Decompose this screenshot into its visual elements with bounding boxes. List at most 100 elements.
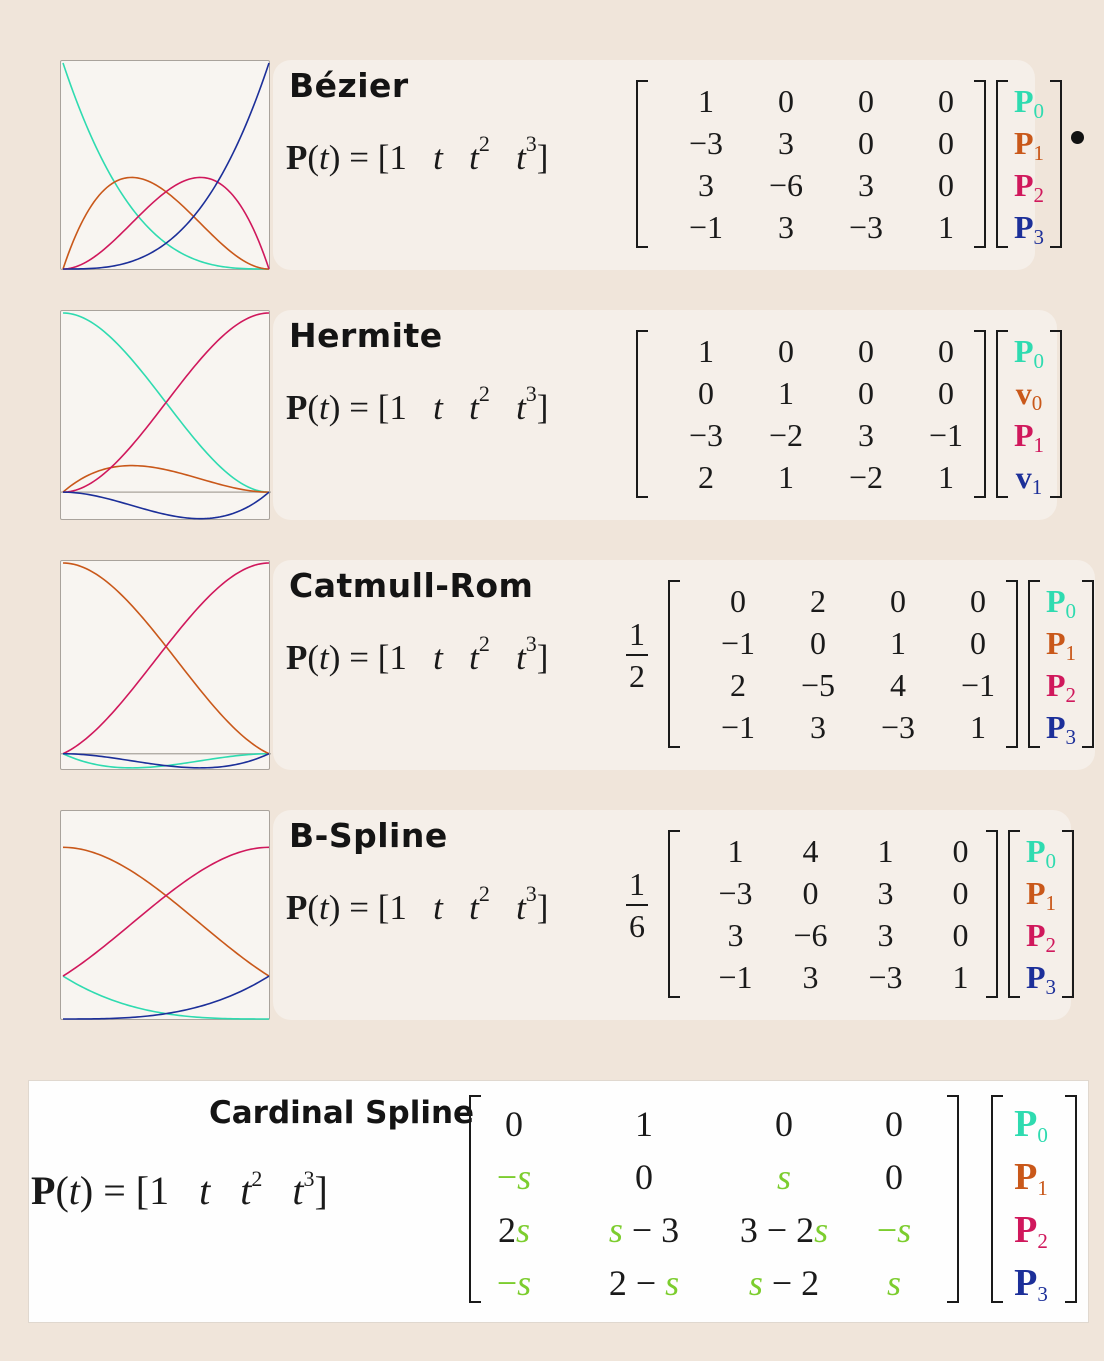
matrix-cell: 2 <box>730 667 746 703</box>
space <box>262 1168 292 1213</box>
matrix-cell-text: 2 − <box>608 1263 666 1303</box>
matrix-cell: 1 <box>952 959 969 995</box>
matrix-cell: −3 <box>880 709 916 745</box>
space <box>490 138 516 177</box>
matrix-cell: 0 <box>802 875 819 911</box>
matrix-cell: 2 <box>698 459 714 495</box>
matrix-cell-text: − <box>496 1157 518 1197</box>
basis-curve-3 <box>62 491 270 520</box>
basis-curve-0 <box>62 62 269 270</box>
matrix-cell: 0 <box>952 917 969 953</box>
matrix-cell: 0 <box>574 1152 714 1202</box>
matrix-cell: 3 <box>877 917 894 953</box>
space <box>443 638 469 677</box>
vector-entry: P2 <box>1031 664 1091 706</box>
matrix-cell: −3 <box>718 875 753 911</box>
bracket-left <box>636 80 648 248</box>
power: 2 <box>251 1166 263 1191</box>
matrix-cell: 3 <box>877 875 894 911</box>
vector-subscript: 1 <box>1045 891 1057 915</box>
basis-plot <box>60 810 270 1020</box>
vector-symbol: P <box>1045 625 1066 661</box>
row-vector-entry: t <box>433 138 443 177</box>
equals-sign: = <box>340 138 378 177</box>
matrix-cell: 3 <box>698 167 714 203</box>
vector-subscript: 3 <box>1033 225 1045 249</box>
matrix-cell: −6 <box>768 167 804 203</box>
vector-symbol: v <box>1015 375 1032 411</box>
matrix-cell: s − 3 <box>574 1205 714 1255</box>
basis-curve-0 <box>62 975 269 1020</box>
bracket-left <box>668 830 680 998</box>
vector-symbol: P <box>1013 209 1034 245</box>
matrix-cell: 0 <box>709 1099 859 1149</box>
parameter-s: s <box>814 1210 829 1250</box>
equation-lhs-arg: t <box>319 388 329 427</box>
bracket-right <box>974 330 986 498</box>
equation-lhs-symbol: P <box>31 1168 56 1213</box>
vector-symbol: P <box>1045 667 1066 703</box>
vector-entry: P0 <box>1001 1099 1061 1149</box>
matrix-cell: −3 <box>688 125 724 161</box>
matrix-cell: 1 <box>890 625 906 661</box>
equation-lhs-arg: t <box>319 888 329 927</box>
matrix-cell: −2 <box>768 417 804 453</box>
vector-symbol: P <box>1014 1262 1038 1304</box>
space <box>407 138 433 177</box>
matrix-cell-text: 0 <box>885 1104 903 1144</box>
bracket-right <box>986 830 998 998</box>
matrix-cell: 0 <box>854 1152 934 1202</box>
row-bracket-left: [ <box>377 388 390 427</box>
basis-curve-2 <box>62 312 270 493</box>
vector-symbol: P <box>1014 1103 1038 1145</box>
paren: ( <box>307 888 320 927</box>
vector-subscript: 0 <box>1065 599 1077 623</box>
panel-title: Bézier <box>289 66 409 105</box>
vector-subscript: 2 <box>1033 183 1045 207</box>
power: 3 <box>525 881 537 906</box>
bracket-right <box>1065 1095 1077 1303</box>
equation-lhs-symbol: P <box>286 888 308 927</box>
matrix-cell: 0 <box>778 83 794 119</box>
bracket-right <box>1062 830 1074 998</box>
paren: ) <box>328 138 341 177</box>
row-vector-entry: t <box>516 888 526 927</box>
paren: ( <box>307 388 320 427</box>
equation-row: P(t) = [1 t t2 t3] <box>31 1167 328 1214</box>
matrix-cell: 3 <box>858 417 874 453</box>
matrix-cell-text: − <box>876 1210 898 1250</box>
row-vector-entry: t <box>516 388 526 427</box>
plot-svg <box>61 312 271 520</box>
matrix-cell: 0 <box>854 1099 934 1149</box>
space <box>407 888 433 927</box>
matrix-cell: 0 <box>479 1099 549 1149</box>
row-vector-entry: t <box>469 138 479 177</box>
panel-title: B-Spline <box>289 816 448 855</box>
vector-entry: P1 <box>1011 872 1071 914</box>
space <box>490 638 516 677</box>
matrix-cell: 1 <box>698 83 714 119</box>
bracket-right <box>1082 580 1094 748</box>
matrix-cell: −1 <box>928 417 964 453</box>
power: 2 <box>478 131 490 156</box>
equation-lhs-arg: t <box>68 1168 80 1213</box>
formula-card <box>273 60 1035 270</box>
row-bracket-right: ] <box>536 138 549 177</box>
vector-entry: P2 <box>999 164 1059 206</box>
equation-lhs-symbol: P <box>286 388 308 427</box>
vector-symbol: P <box>1045 583 1066 619</box>
factor-numerator: 1 <box>629 866 645 902</box>
basis-plot <box>60 560 271 770</box>
paren: ) <box>328 638 341 677</box>
matrix-cell-text: 0 <box>775 1104 793 1144</box>
panel-title: Catmull-Rom <box>289 566 534 605</box>
space <box>490 888 516 927</box>
basis-curve-3 <box>63 62 270 270</box>
row-vector-entry: t <box>516 638 526 677</box>
matrix-cell: 1 <box>877 833 894 869</box>
matrix-cell-text: − <box>496 1263 518 1303</box>
